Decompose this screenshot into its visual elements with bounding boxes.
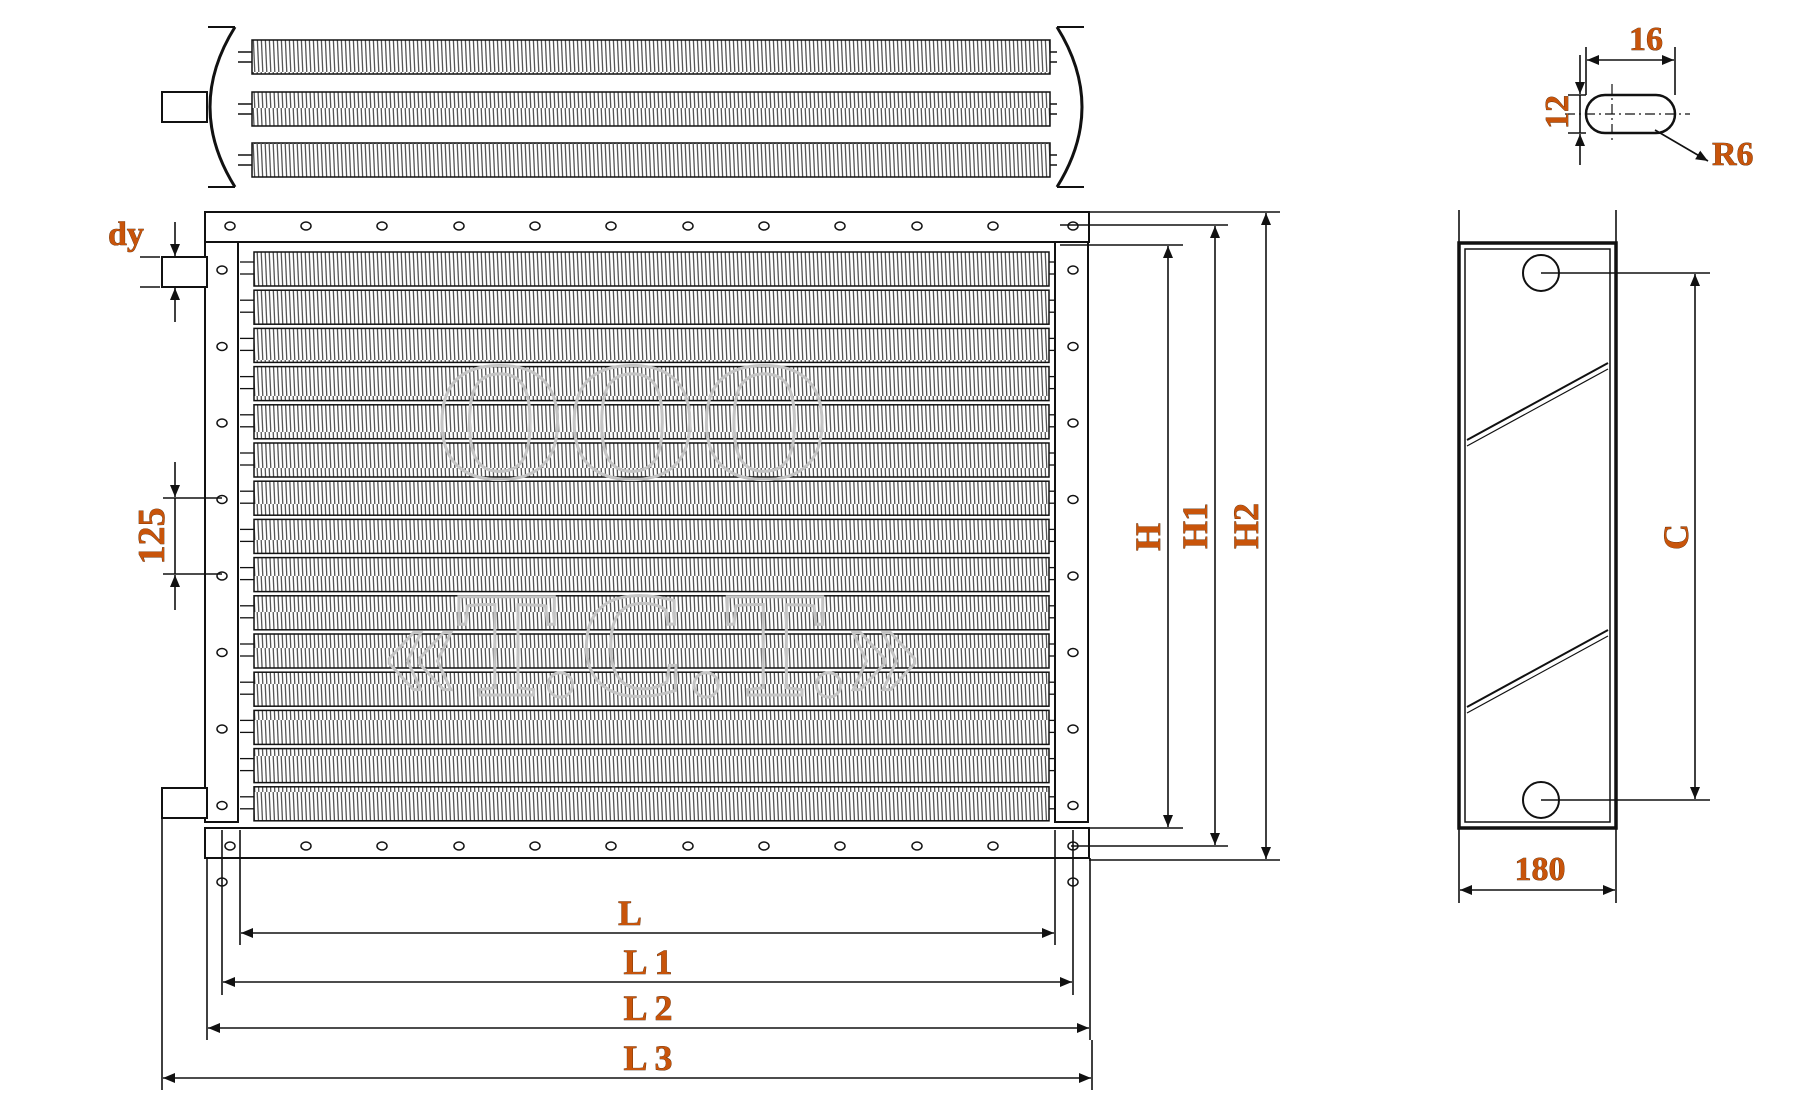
hole bbox=[834, 221, 846, 231]
top-tube bbox=[251, 142, 1051, 178]
hole bbox=[1067, 418, 1079, 428]
hole bbox=[453, 221, 465, 231]
hole bbox=[911, 221, 923, 231]
hole bbox=[911, 841, 923, 851]
hole bbox=[1067, 571, 1079, 581]
hole bbox=[376, 221, 388, 231]
hole bbox=[682, 841, 694, 851]
hole bbox=[224, 841, 236, 851]
hole bbox=[300, 221, 312, 231]
label-H: H bbox=[1128, 523, 1168, 551]
label-H2: H2 bbox=[1226, 503, 1266, 549]
front-dimensions bbox=[140, 211, 1280, 1090]
label-H1: H1 bbox=[1175, 503, 1215, 549]
hole bbox=[758, 221, 770, 231]
front-tube bbox=[253, 747, 1050, 784]
label-dy: dy bbox=[108, 216, 144, 253]
label-L: L bbox=[618, 893, 642, 933]
label-slot-height-12: 12 bbox=[1539, 95, 1576, 129]
hole bbox=[605, 841, 617, 851]
hole bbox=[216, 418, 228, 428]
hole bbox=[300, 841, 312, 851]
hole bbox=[453, 841, 465, 851]
hole bbox=[605, 221, 617, 231]
hole bbox=[1067, 647, 1079, 658]
front-tube bbox=[253, 518, 1050, 555]
top-tube bbox=[251, 39, 1051, 75]
dimension-labels: dy 125 H H1 H2 L L 1 L 2 L 3 C 180 16 12… bbox=[108, 21, 1754, 1079]
front-tube bbox=[253, 633, 1050, 669]
label-radius-R6: R6 bbox=[1712, 136, 1754, 173]
slot-detail bbox=[1565, 47, 1709, 165]
hole bbox=[216, 724, 228, 734]
label-L3: L 3 bbox=[623, 1038, 672, 1078]
top-view-tubes bbox=[238, 39, 1057, 178]
front-tube bbox=[253, 595, 1050, 631]
hole bbox=[1067, 724, 1079, 734]
front-tube bbox=[253, 709, 1050, 746]
hole bbox=[987, 841, 999, 851]
label-pitch-125: 125 bbox=[131, 508, 173, 565]
hole bbox=[1067, 221, 1079, 231]
label-L1: L 1 bbox=[623, 942, 672, 982]
side-view bbox=[1457, 210, 1710, 903]
hole bbox=[216, 800, 228, 811]
front-tube bbox=[253, 289, 1050, 325]
top-tube bbox=[251, 91, 1051, 127]
label-C: C bbox=[1656, 524, 1696, 550]
hole bbox=[216, 494, 228, 505]
front-tube bbox=[253, 556, 1050, 593]
label-depth-180: 180 bbox=[1515, 851, 1566, 888]
hole bbox=[216, 265, 228, 275]
front-view-tubes bbox=[240, 251, 1055, 822]
hole bbox=[758, 841, 770, 851]
front-tube bbox=[253, 671, 1050, 707]
label-slot-width-16: 16 bbox=[1629, 21, 1663, 58]
watermark-line2: «Т.С.Т.» bbox=[382, 562, 923, 728]
hole bbox=[216, 647, 228, 658]
front-tube bbox=[253, 786, 1050, 822]
hole bbox=[834, 841, 846, 851]
watermark-line1: OOO bbox=[434, 327, 831, 515]
hole bbox=[224, 221, 236, 231]
hole bbox=[987, 221, 999, 231]
front-view bbox=[161, 211, 1090, 887]
top-view bbox=[161, 26, 1084, 188]
front-tube bbox=[253, 365, 1050, 402]
front-tube bbox=[253, 404, 1050, 440]
hole bbox=[529, 221, 541, 231]
mounting-holes bbox=[216, 221, 1079, 887]
hole bbox=[1067, 265, 1079, 275]
hole bbox=[682, 221, 694, 231]
hole bbox=[1067, 341, 1079, 352]
hole bbox=[376, 841, 388, 851]
front-tube bbox=[253, 480, 1050, 516]
hole bbox=[216, 341, 228, 352]
front-tube bbox=[253, 251, 1050, 287]
label-L2: L 2 bbox=[623, 988, 672, 1028]
front-tube bbox=[253, 327, 1050, 364]
hole bbox=[529, 841, 541, 851]
hole bbox=[1067, 494, 1079, 505]
front-tube bbox=[253, 442, 1050, 478]
watermark: OOO «Т.С.Т.» bbox=[380, 326, 924, 730]
hole bbox=[1067, 800, 1079, 811]
